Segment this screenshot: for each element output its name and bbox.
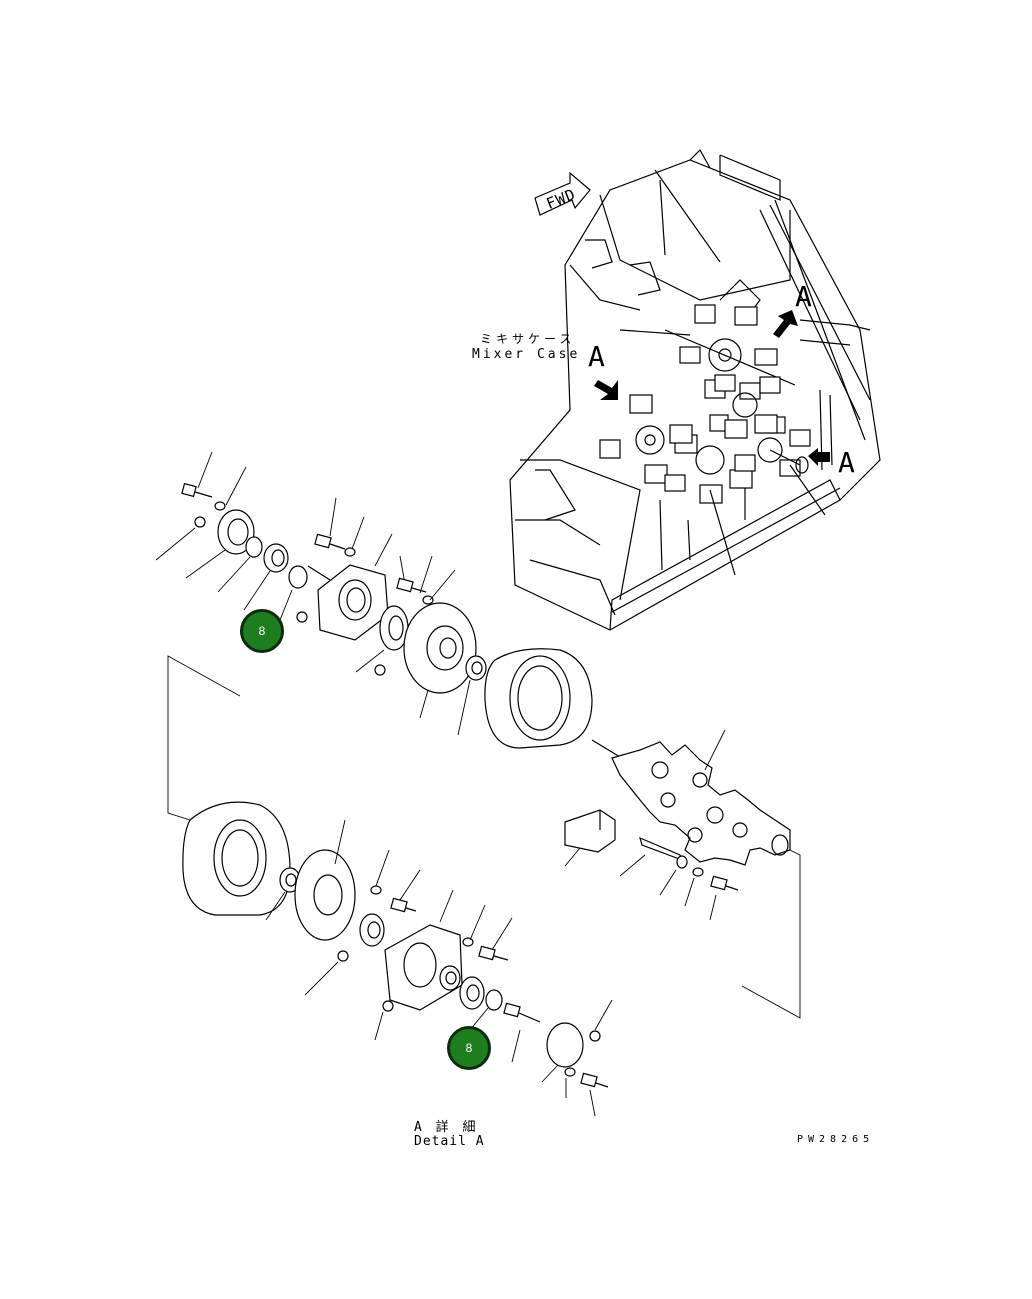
fwd-arrow-icon [534, 171, 591, 216]
drawing-number: PW28265 [797, 1134, 875, 1145]
mixer-case-label-jp: ミキサケース [480, 332, 576, 346]
arrow-icon-1 [773, 310, 798, 338]
rotor-assemblies [599, 304, 826, 576]
callout-badge-lower[interactable]: 8 [447, 1026, 491, 1070]
detail-a-title-jp: A 詳 細 [414, 1120, 479, 1135]
rotor-shaft-assembly [564, 729, 791, 921]
upper-bearing-stack [155, 451, 626, 761]
detail-a-title-en: Detail A [414, 1134, 485, 1149]
arrow-icon-3 [808, 448, 830, 466]
arrow-icon-2 [594, 380, 618, 400]
mixer-case-label-en: Mixer Case [472, 347, 581, 362]
section-a-label-2: A [588, 340, 605, 373]
section-a-label-3: A [838, 446, 855, 479]
mixer-case-body [509, 149, 881, 631]
section-a-label-1: A [795, 280, 812, 313]
lower-bearing-stack [182, 801, 613, 1117]
callout-badge-upper[interactable]: 8 [240, 609, 284, 653]
